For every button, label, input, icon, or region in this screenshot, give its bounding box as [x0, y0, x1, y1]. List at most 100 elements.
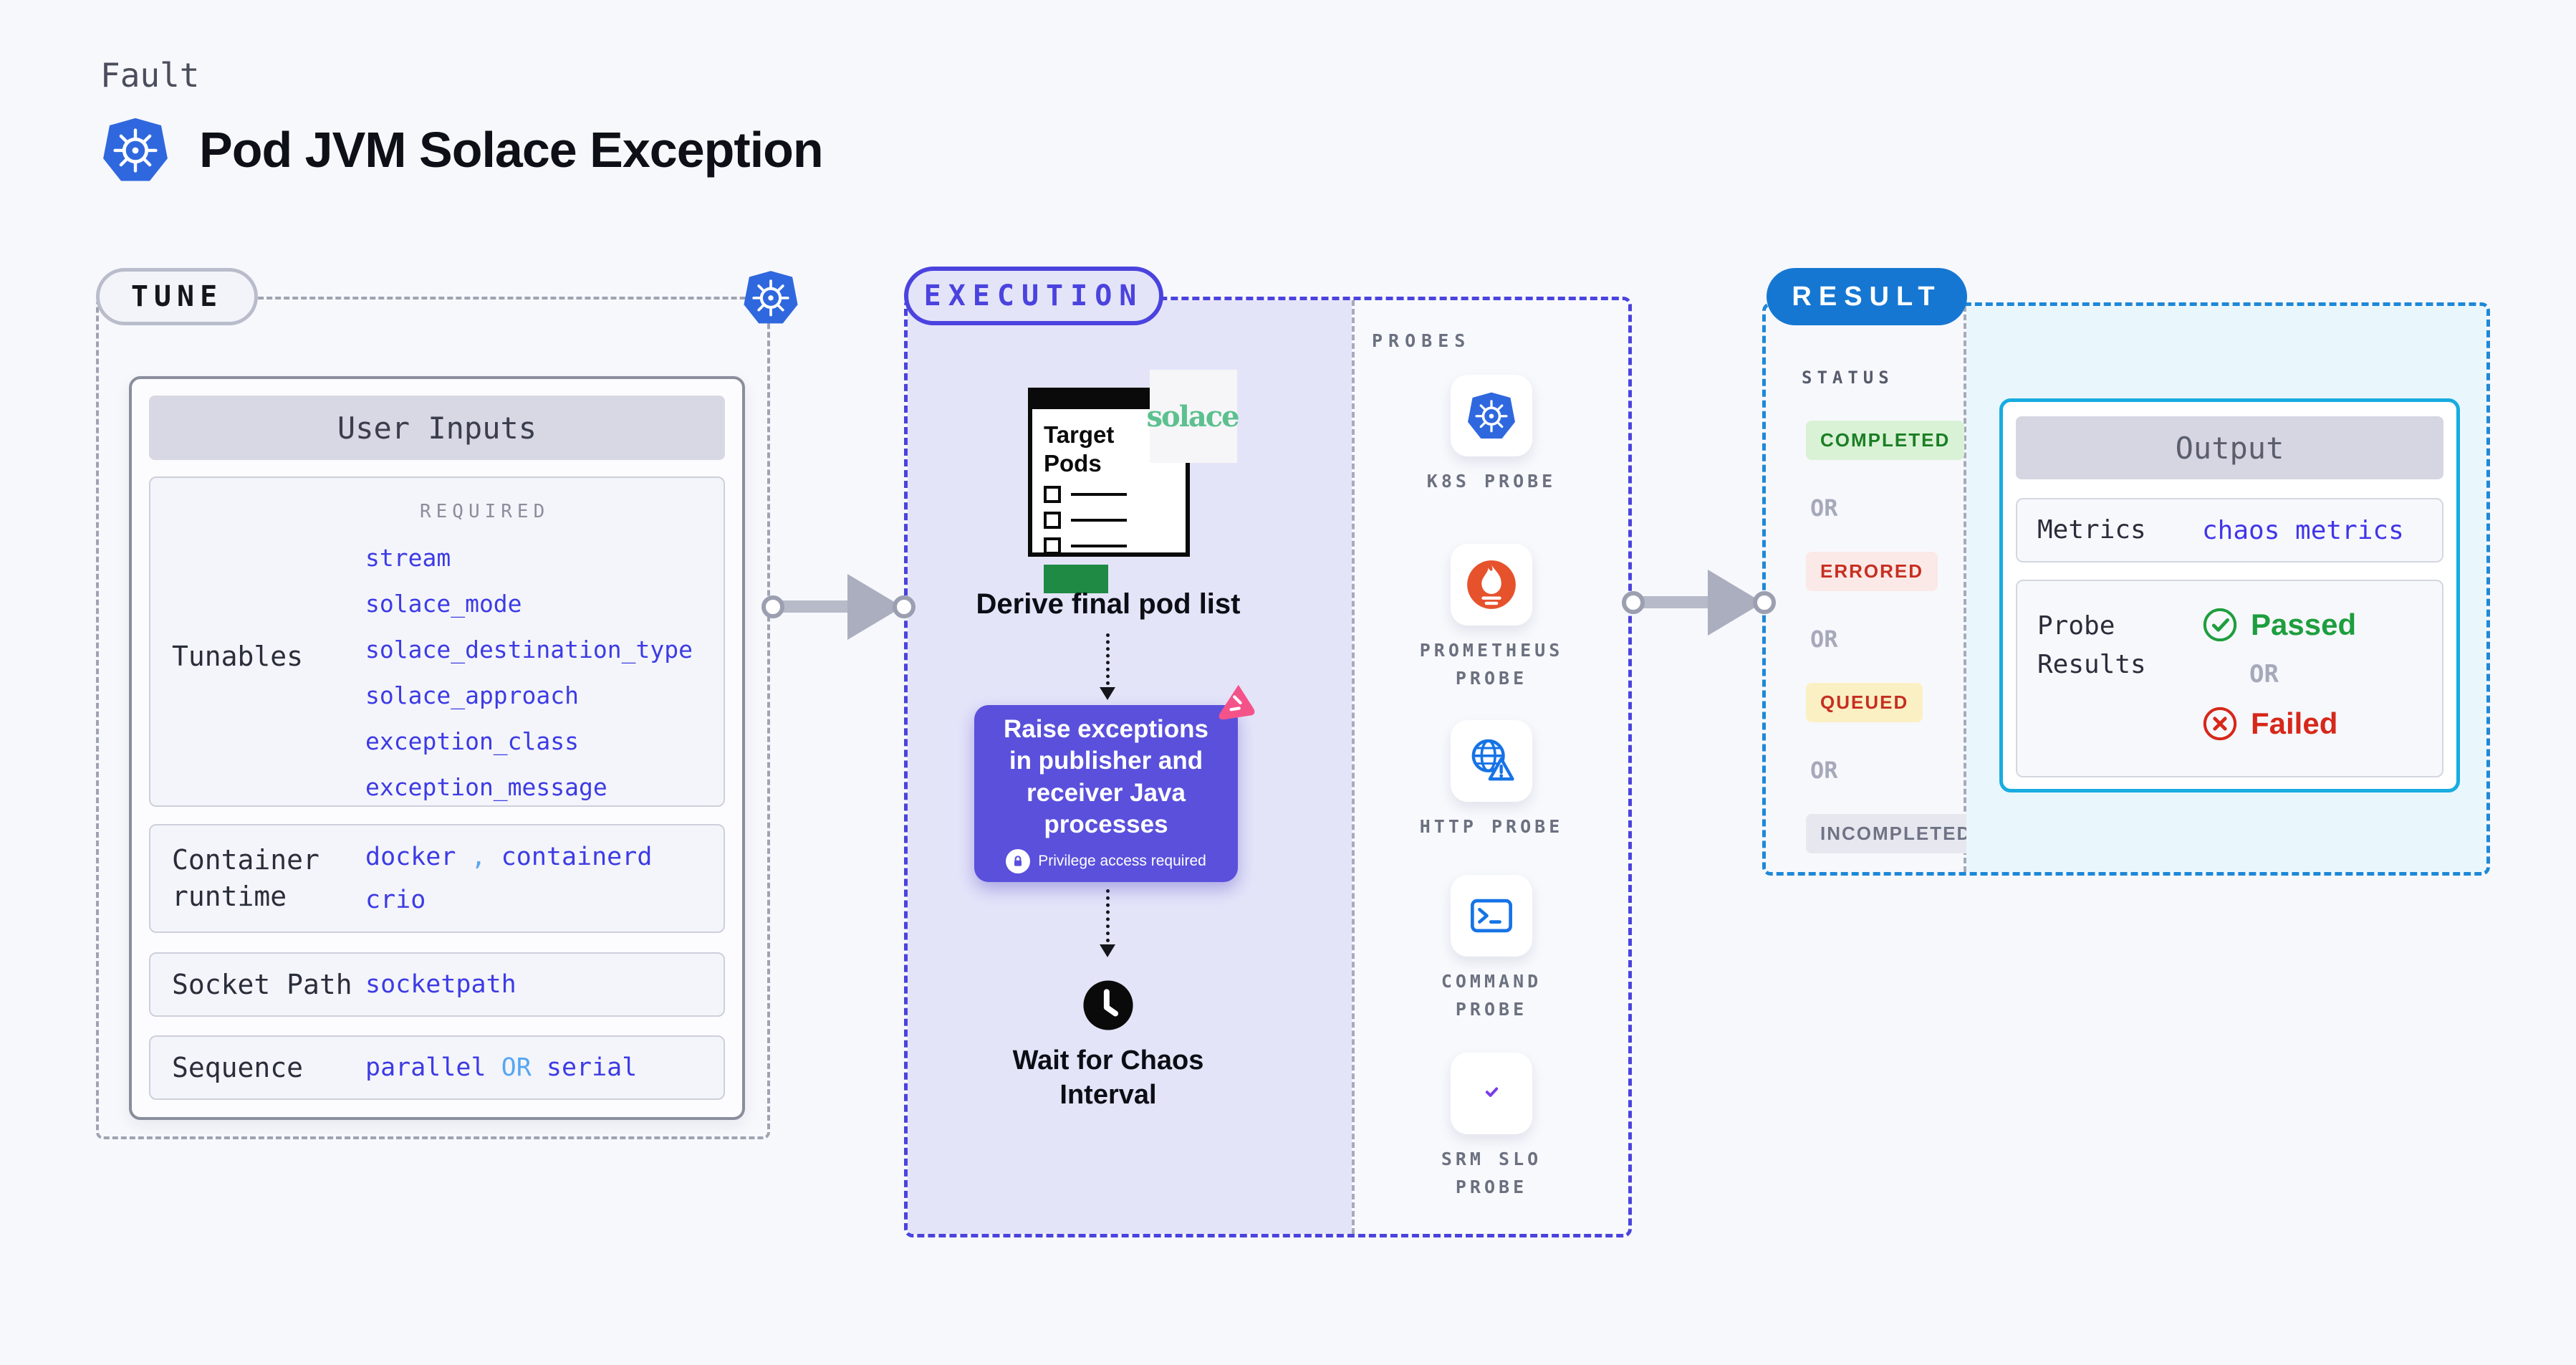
tunable-value: exception_message	[365, 773, 607, 801]
slo-donut-check-icon	[1466, 1068, 1517, 1119]
metrics-label: Metrics	[2037, 515, 2146, 545]
execution-to-result-arrow	[1622, 558, 1777, 647]
tune-section-box	[96, 297, 770, 1139]
metrics-value: chaos metrics	[2202, 515, 2404, 545]
pod-list-item	[1044, 512, 1186, 530]
failed-label: Failed	[2251, 707, 2338, 740]
arrow-down-icon	[1100, 944, 1115, 957]
probe-results-label: Probe Results	[2037, 611, 2146, 679]
comma-separator: ,	[471, 843, 486, 871]
probe-label: HTTP PROBE	[1419, 816, 1564, 837]
status-badge-errored: ERRORED	[1806, 552, 1938, 591]
tunable-value: solace_mode	[365, 590, 522, 618]
status-badge-incompleted: INCOMPLETED	[1806, 814, 1986, 853]
probe-card	[1451, 720, 1532, 802]
output-pane: Output Metrics chaos metrics Probe Resul…	[1966, 306, 2486, 872]
probe-card	[1451, 544, 1532, 626]
socket-path-label: Socket Path	[172, 969, 352, 1000]
clock-icon	[1082, 980, 1134, 1031]
result-section-box: STATUS COMPLETED OR ERRORED OR QUEUED OR…	[1762, 302, 2490, 876]
target-pods-illustration: Target Pods	[1028, 388, 1198, 594]
status-or-label: OR	[1810, 494, 1838, 522]
status-badge-queued: QUEUED	[1806, 683, 1923, 722]
progress-bar	[1044, 565, 1108, 594]
required-label: REQUIRED	[420, 501, 550, 522]
execution-section-box: Target Pods solace Derive final pod list…	[904, 297, 1632, 1237]
kubernetes-icon	[1466, 390, 1517, 441]
chaos-pink-icon	[1216, 682, 1256, 722]
status-or-label: OR	[1810, 626, 1838, 653]
page-title-row: Pod JVM Solace Exception	[100, 113, 824, 186]
probe-results-values: Passed OR Failed	[2202, 607, 2356, 776]
tune-to-execution-arrow	[761, 562, 916, 651]
passed-label: Passed	[2251, 608, 2357, 641]
list-line	[1071, 519, 1127, 522]
checkbox-icon	[1044, 537, 1061, 555]
check-circle-icon	[2202, 607, 2238, 643]
container-runtime-values: docker , containerd crio	[365, 835, 652, 921]
chaos-action-box: Raise exceptions in publisher and receiv…	[974, 705, 1238, 882]
sequence-value: parallel OR serial	[365, 1053, 638, 1082]
tunables-row: Tunables REQUIRED stream solace_mode sol…	[149, 476, 725, 807]
metrics-row: Metrics chaos metrics	[2016, 498, 2443, 562]
probe-card	[1451, 875, 1532, 957]
status-badge-completed: COMPLETED	[1806, 421, 1965, 460]
target-pods-title: Target Pods	[1044, 421, 1115, 476]
probe-label: PROMETHEUS PROBE	[1419, 640, 1564, 689]
sequence-label: Sequence	[172, 1052, 304, 1083]
fault-eyebrow-label: Fault	[100, 56, 200, 95]
user-inputs-card: User Inputs Tunables REQUIRED stream sol…	[129, 376, 745, 1120]
status-list: COMPLETED OR ERRORED OR QUEUED OR INCOMP…	[1806, 421, 1986, 853]
probe-item-srm-slo: SRM SLO PROBE	[1355, 1053, 1628, 1202]
container-runtime-line2: crio	[365, 886, 426, 914]
result-section-badge: RESULT	[1767, 268, 1967, 325]
probe-label: K8S PROBE	[1426, 471, 1557, 492]
kubernetes-icon	[741, 267, 800, 328]
user-inputs-title: User Inputs	[149, 396, 725, 460]
container-runtime-row: Container runtime docker , containerd cr…	[149, 824, 725, 933]
status-pane: STATUS COMPLETED OR ERRORED OR QUEUED OR…	[1766, 306, 1986, 872]
output-title: Output	[2016, 416, 2443, 479]
probes-heading: PROBES	[1372, 330, 1471, 351]
probe-results-row: Probe Results Passed OR Failed	[2016, 580, 2443, 777]
tunable-value: solace_destination_type	[365, 636, 693, 664]
status-or-label: OR	[1810, 757, 1838, 784]
http-globe-warning-icon	[1466, 735, 1517, 787]
probes-pane: PROBES K8S PROBE PROMETHEUS PROBE HTTP P…	[1352, 300, 1628, 1234]
list-line	[1071, 545, 1127, 548]
status-heading: STATUS	[1802, 368, 1894, 388]
tunable-value: exception_class	[365, 727, 580, 755]
chaos-action-text: Raise exceptions in publisher and receiv…	[1004, 715, 1208, 838]
probe-card	[1451, 375, 1532, 456]
probe-card	[1451, 1053, 1532, 1134]
kubernetes-icon	[100, 113, 170, 186]
terminal-icon	[1466, 890, 1517, 942]
failed-line: Failed	[2202, 706, 2356, 742]
container-runtime-line1: docker , containerd	[365, 843, 653, 871]
socket-path-row: Socket Path socketpath	[149, 952, 725, 1017]
tunables-values: REQUIRED stream solace_mode solace_desti…	[365, 495, 693, 801]
checkbox-icon	[1044, 486, 1061, 504]
socket-path-value: socketpath	[365, 970, 516, 999]
privilege-note-row: Privilege access required	[1006, 848, 1206, 873]
prometheus-icon	[1466, 559, 1517, 610]
arrow-down-icon	[1100, 687, 1115, 700]
execution-section-badge: EXECUTION	[904, 267, 1163, 325]
probe-results-or-label: OR	[2249, 660, 2279, 689]
probe-item-http: HTTP PROBE	[1355, 720, 1628, 841]
probe-item-command: COMMAND PROBE	[1355, 875, 1628, 1024]
checkbox-icon	[1044, 512, 1061, 530]
sequence-row: Sequence parallel OR serial	[149, 1035, 725, 1100]
solace-logo: solace	[1146, 370, 1240, 463]
passed-line: Passed	[2202, 607, 2356, 643]
execution-flow-pane: Target Pods solace Derive final pod list…	[908, 300, 1352, 1234]
lock-icon	[1006, 848, 1031, 873]
x-circle-icon	[2202, 706, 2238, 742]
flow-connector	[1106, 889, 1110, 942]
derive-pod-list-caption: Derive final pod list	[976, 588, 1241, 620]
privilege-note: Privilege access required	[1038, 852, 1206, 869]
probe-item-prometheus: PROMETHEUS PROBE	[1355, 544, 1628, 693]
wait-interval-caption: Wait for Chaos Interval	[1012, 1045, 1204, 1110]
probe-label: COMMAND PROBE	[1441, 971, 1542, 1020]
